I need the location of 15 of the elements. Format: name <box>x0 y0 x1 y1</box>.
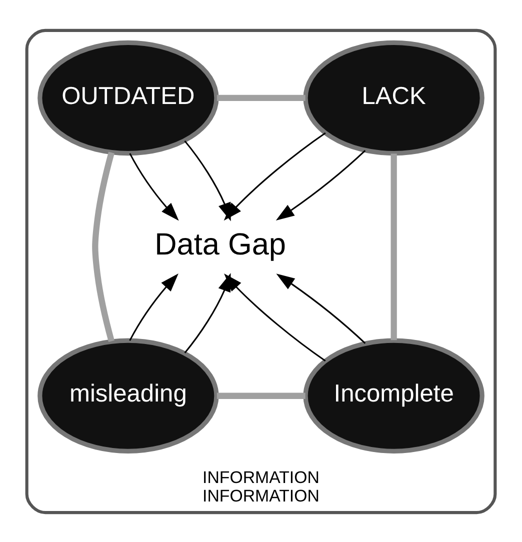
connector <box>216 94 306 101</box>
arrow <box>276 149 366 220</box>
connector <box>390 153 397 340</box>
node-ellipse: LACK <box>303 40 484 156</box>
connector <box>92 151 114 342</box>
arrow <box>276 273 366 344</box>
arrow <box>184 140 231 221</box>
node-ellipse: OUTDATED <box>38 40 219 156</box>
node-ellipse: Incomplete <box>303 338 484 453</box>
node-ellipse: misleading <box>38 338 219 453</box>
node-text: Data Gap <box>154 226 286 262</box>
arrow <box>129 152 179 220</box>
connector <box>216 392 306 398</box>
arrow <box>184 272 231 353</box>
arrow <box>129 273 178 340</box>
